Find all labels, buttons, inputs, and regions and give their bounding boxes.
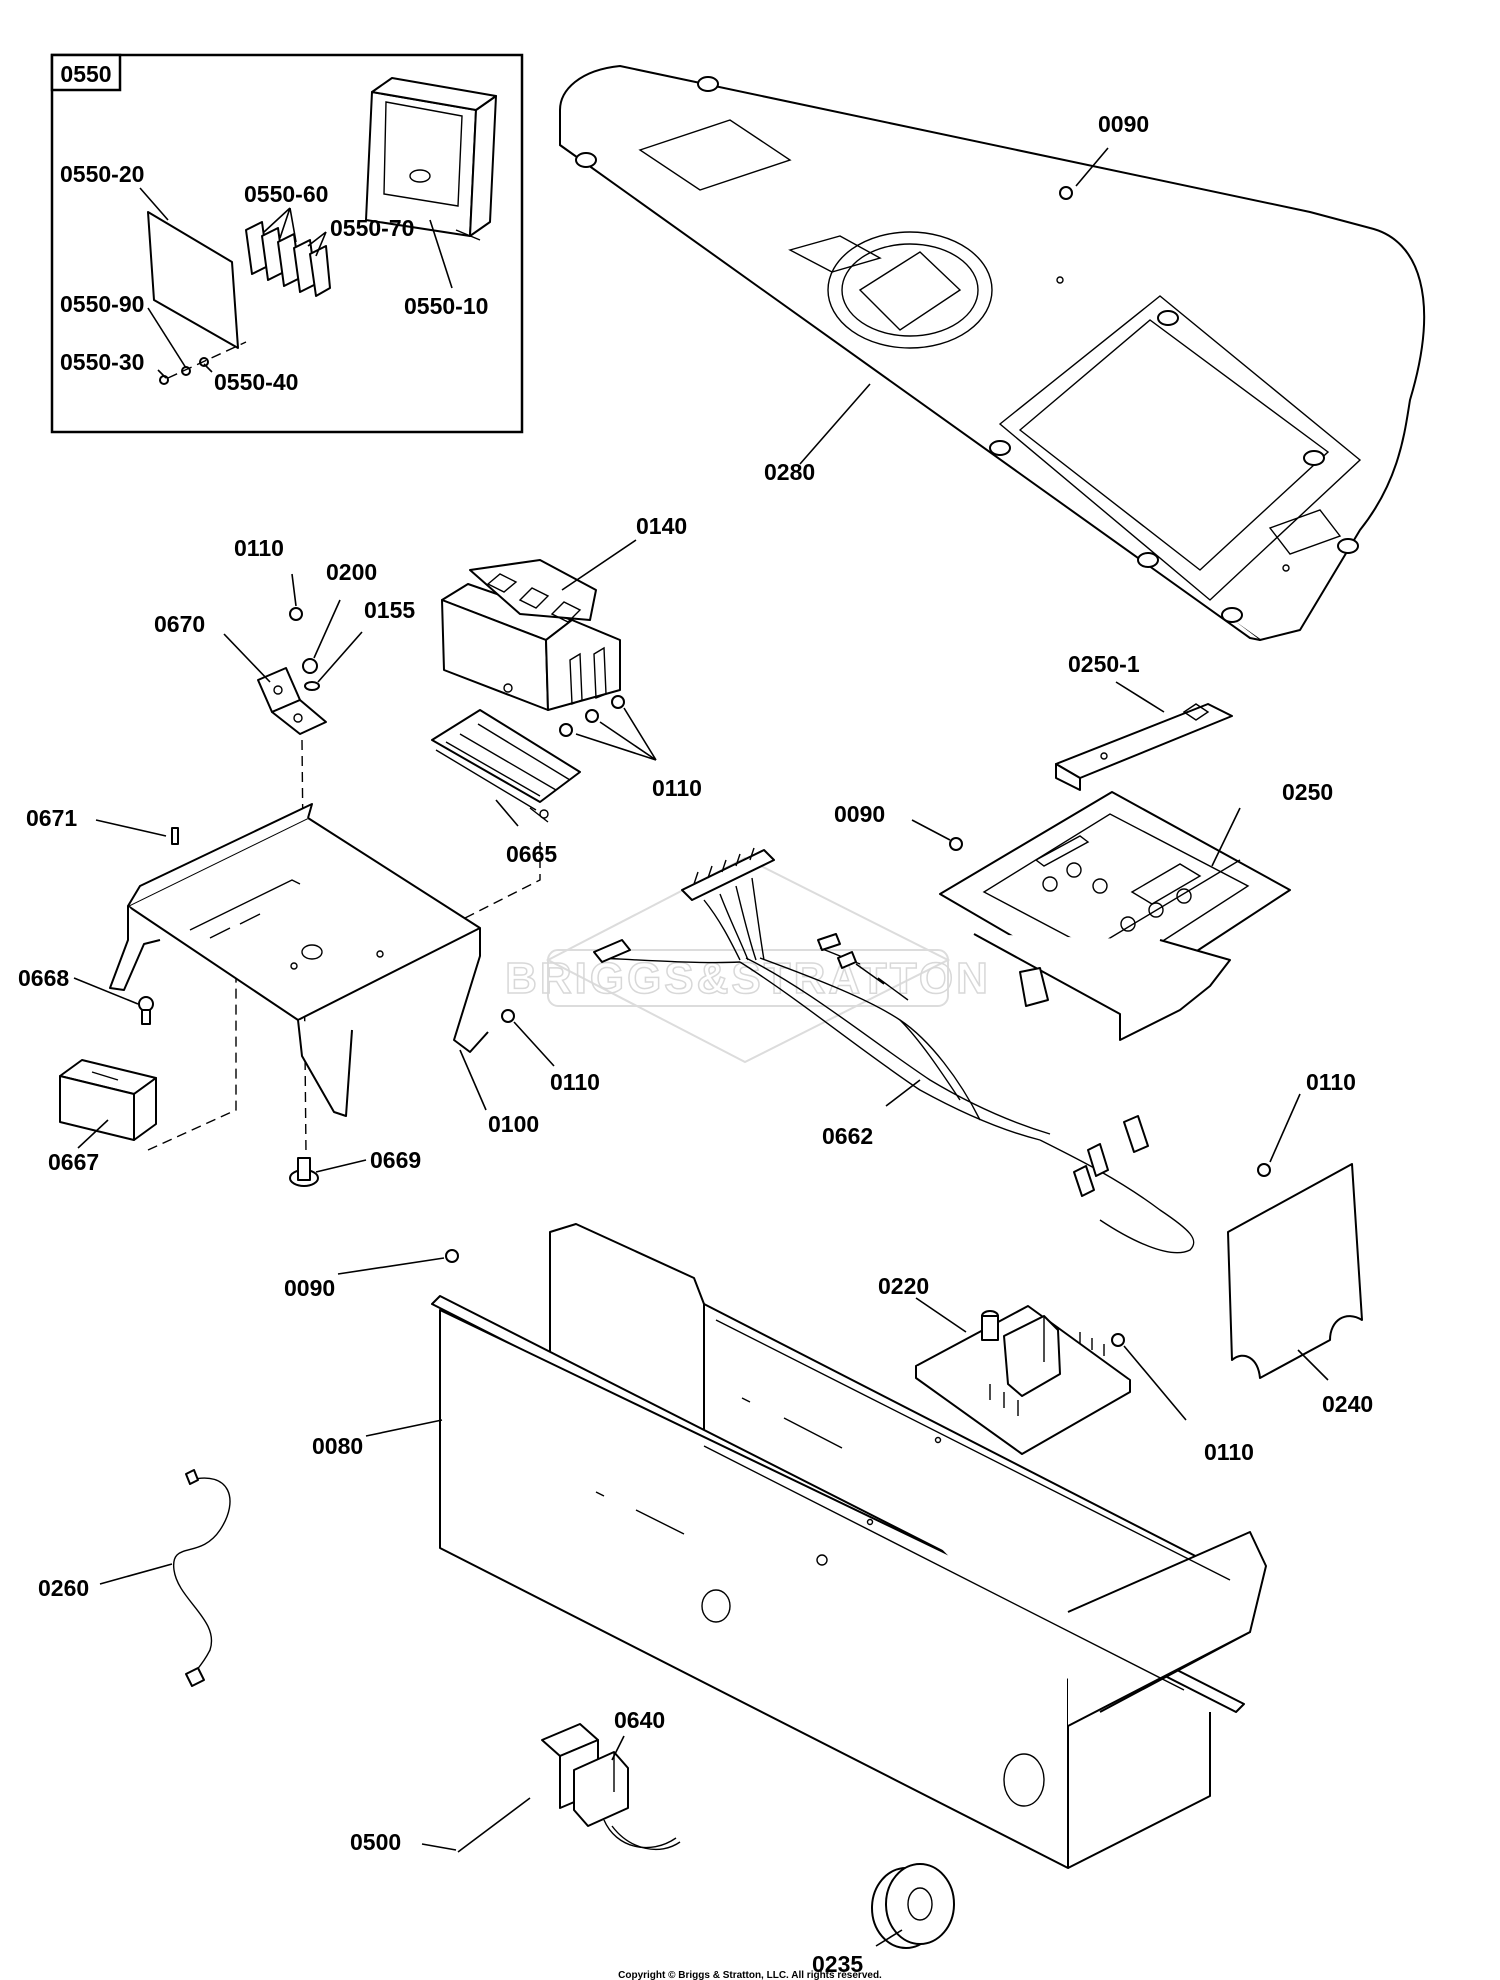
label-0155: 0155	[364, 597, 415, 623]
label-0550-90: 0550-90	[60, 291, 144, 317]
label-0200: 0200	[326, 559, 377, 585]
label-0240: 0240	[1322, 1391, 1373, 1417]
screw-0090-top	[1059, 147, 1109, 200]
label-0140: 0140	[636, 513, 687, 539]
screws-0110-breaker	[559, 695, 657, 761]
inset-0550: 0550	[50, 53, 524, 434]
nut-0200	[302, 599, 341, 674]
label-0550-10: 0550-10	[404, 293, 488, 319]
dashed-guide-bracket	[147, 924, 237, 1151]
label-0640: 0640	[614, 1707, 665, 1733]
part-0640-transformer	[541, 1723, 681, 1851]
screw-0110-lug	[289, 573, 303, 621]
copyright-notice: Copyright © Briggs & Stratton, LLC. All …	[618, 1970, 882, 1980]
label-0090-housing: 0090	[284, 1275, 335, 1301]
part-0662-wiring-harness	[593, 847, 1195, 1254]
label-0662: 0662	[822, 1123, 873, 1149]
inset-title: 0550	[60, 61, 111, 87]
label-0667: 0667	[48, 1149, 99, 1175]
screw-0090-housing	[337, 1249, 459, 1275]
cover-plate	[147, 211, 239, 349]
screw-0668	[73, 977, 154, 1025]
washer-0155	[304, 631, 363, 691]
label-0668: 0668	[18, 965, 69, 991]
part-0080-control-housing	[365, 1223, 1267, 1869]
part-0235-ferrite-core	[871, 1863, 955, 1949]
label-0220: 0220	[878, 1273, 929, 1299]
screw-0110-panel	[1257, 1093, 1301, 1177]
part-0250-controller	[939, 791, 1291, 1041]
label-0550-60: 0550-60	[244, 181, 328, 207]
terminal-blocks	[245, 221, 331, 297]
part-0240-side-panel	[1227, 1163, 1363, 1381]
label-0670: 0670	[154, 611, 205, 637]
watermark-text: BRIGGS&STRATTON	[505, 954, 991, 1003]
label-0250: 0250	[1282, 779, 1333, 805]
part-0250-1-lid	[1055, 681, 1233, 791]
screw-0090-controller	[911, 819, 963, 851]
label-0280: 0280	[764, 459, 815, 485]
label-0250-1: 0250-1	[1068, 651, 1140, 677]
label-0110-board: 0110	[1204, 1439, 1254, 1465]
part-0260-cable	[99, 1469, 231, 1687]
part-0500-rod	[421, 1797, 531, 1853]
label-0080: 0080	[312, 1433, 363, 1459]
label-0090-controller: 0090	[834, 801, 885, 827]
bolt-0669	[289, 1157, 367, 1187]
pin-0671	[95, 819, 179, 845]
enclosure-box	[365, 77, 497, 241]
part-0140-breaker	[441, 539, 637, 711]
screw-0110-bracket	[501, 1009, 555, 1067]
part-0665-din-rail	[431, 709, 581, 827]
label-0669: 0669	[370, 1147, 421, 1173]
label-0500: 0500	[350, 1829, 401, 1855]
part-0100-bracket	[109, 803, 489, 1117]
label-0110-breaker: 0110	[652, 775, 702, 801]
label-0665: 0665	[506, 841, 557, 867]
label-0110-lug: 0110	[234, 535, 284, 561]
label-0550-40: 0550-40	[214, 369, 298, 395]
part-0220-circuit-board	[915, 1297, 1131, 1455]
label-0550-20: 0550-20	[60, 161, 144, 187]
label-0235: 0235	[812, 1951, 863, 1977]
label-0671: 0671	[26, 805, 77, 831]
part-0667-block	[59, 1059, 157, 1149]
briggs-stratton-watermark: BRIGGS&STRATTON	[504, 856, 991, 1064]
label-0110-bracket: 0110	[550, 1069, 600, 1095]
part-0280-top-cover	[559, 65, 1426, 641]
label-0550-70: 0550-70	[330, 215, 414, 241]
label-0110-panel: 0110	[1306, 1069, 1356, 1095]
part-labels: 0550-20 0550-60 0550-70 0550-90 0550-10 …	[18, 111, 1373, 1977]
screw-0110-board	[1111, 1333, 1187, 1421]
label-0090-top: 0090	[1098, 111, 1149, 137]
label-0100: 0100	[488, 1111, 539, 1137]
label-0550-30: 0550-30	[60, 349, 144, 375]
part-0670-ground-lug	[223, 633, 327, 735]
label-0260: 0260	[38, 1575, 89, 1601]
